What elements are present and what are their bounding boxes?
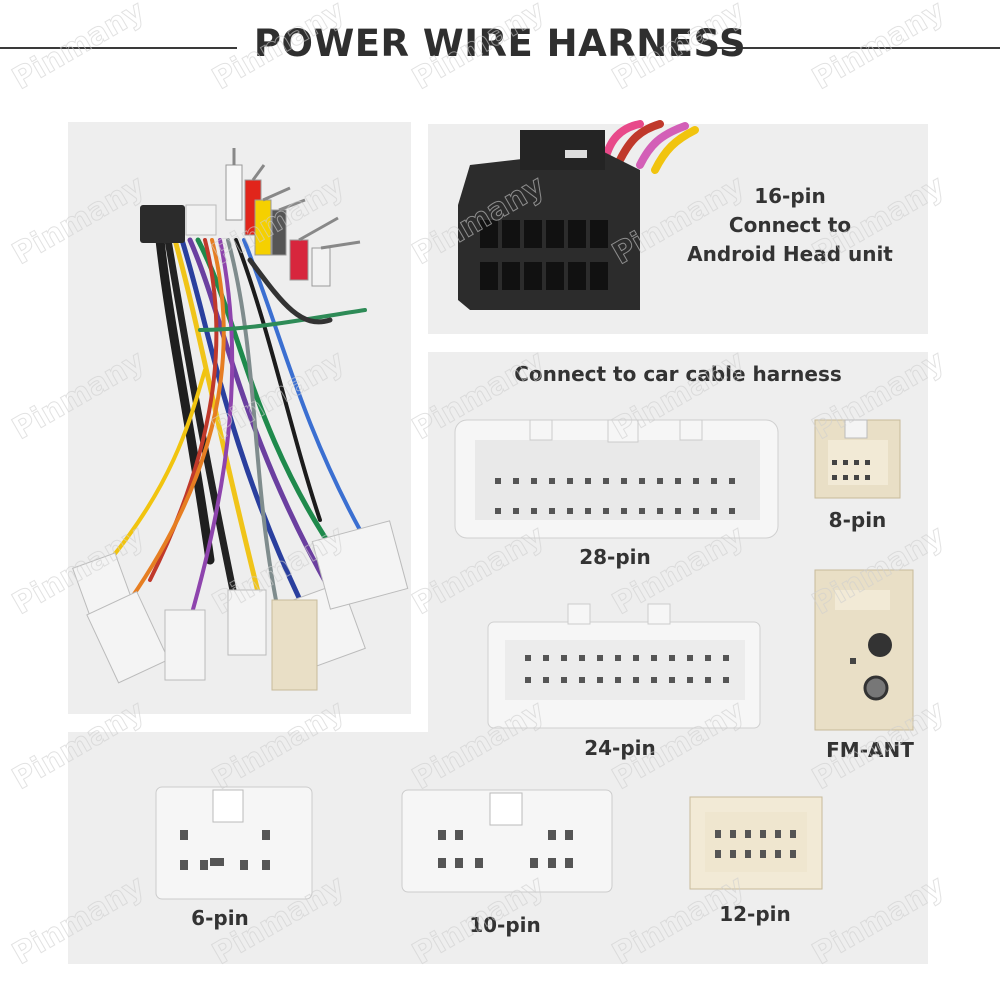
pin-dot: [711, 478, 717, 484]
pin-dot: [531, 508, 537, 514]
pin16-label-line2: Connect to: [728, 213, 852, 237]
title-rule-right: [715, 47, 1000, 49]
pin8-label: 8-pin: [828, 508, 887, 532]
title-rule-left: [0, 47, 237, 49]
pin-dot: [705, 677, 711, 683]
pin-dot: [687, 677, 693, 683]
pin-dot: [639, 508, 645, 514]
pin-dot: [603, 508, 609, 514]
pin-dot: [693, 508, 699, 514]
pin-dot: [621, 478, 627, 484]
pin-dot: [729, 478, 735, 484]
pin-dot: [597, 655, 603, 661]
pin-dot: [567, 478, 573, 484]
car-harness-heading: Connect to car cable harness: [514, 362, 842, 386]
pin12-label: 12-pin: [719, 902, 791, 926]
pin-dot: [729, 508, 735, 514]
pin-dot: [687, 655, 693, 661]
pin-dot: [549, 478, 555, 484]
pin28-label: 28-pin: [579, 545, 651, 569]
pin-dot: [657, 478, 663, 484]
pin-dot: [525, 655, 531, 661]
pin-dot: [651, 655, 657, 661]
pin-dot: [603, 478, 609, 484]
pin-dot: [633, 655, 639, 661]
pin-dot: [525, 677, 531, 683]
pin-dot: [633, 677, 639, 683]
pin-dot: [711, 508, 717, 514]
pin-dot: [567, 508, 573, 514]
pin-dot: [561, 677, 567, 683]
pin-dot: [615, 655, 621, 661]
pin16-label-line3: Android Head unit: [687, 242, 893, 266]
pin-dot: [675, 478, 681, 484]
pin-dot: [549, 508, 555, 514]
pin-dot: [639, 478, 645, 484]
pin-dot: [675, 508, 681, 514]
pin-dot: [513, 478, 519, 484]
pin-dot: [723, 655, 729, 661]
pin-dot: [705, 655, 711, 661]
pin-dot: [597, 677, 603, 683]
pin-dot: [723, 677, 729, 683]
pin-dot: [621, 508, 627, 514]
pin-dot: [585, 508, 591, 514]
pin6-label: 6-pin: [191, 906, 249, 930]
pin-dot: [495, 508, 501, 514]
page-title: POWER WIRE HARNESS: [253, 22, 747, 65]
pin-dot: [693, 478, 699, 484]
pin-dot: [669, 677, 675, 683]
pin-dot: [585, 478, 591, 484]
pin-dot: [513, 508, 519, 514]
pin-dot: [495, 478, 501, 484]
pin16-label: 16-pin Connect to Android Head unit: [680, 182, 900, 269]
pin-dot: [579, 655, 585, 661]
pin-dot: [543, 655, 549, 661]
pin-dot: [669, 655, 675, 661]
pin-dot: [651, 677, 657, 683]
pin-dot: [543, 677, 549, 683]
pin16-label-line1: 16-pin: [754, 184, 826, 208]
pin-dot: [561, 655, 567, 661]
pin24-label: 24-pin: [584, 736, 656, 760]
pin-dot: [657, 508, 663, 514]
pin-dot: [615, 677, 621, 683]
fm-ant-label: FM-ANT: [826, 738, 914, 762]
pin-dot: [531, 478, 537, 484]
pin10-label: 10-pin: [469, 913, 541, 937]
pin-dot: [579, 677, 585, 683]
